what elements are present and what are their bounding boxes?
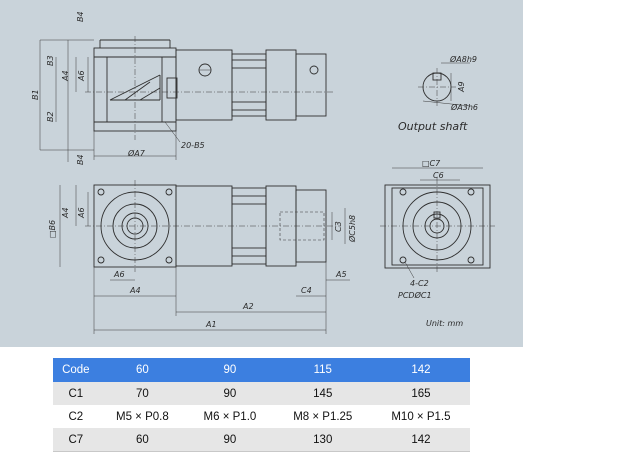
table-row: C2 M5 × P0.8 M6 × P1.0 M8 × P1.25 M10 × …	[53, 405, 470, 428]
dim-b5: 20-B5	[181, 141, 205, 150]
table-header-row: Code 60 90 115 142	[53, 358, 470, 382]
dim-a3: ØA3h6	[450, 102, 478, 112]
dim-a4-bottom: A4	[129, 286, 141, 295]
dim-a7: ØA7	[127, 148, 146, 158]
top-view	[39, 36, 335, 162]
dim-b4-top: B4	[76, 11, 85, 22]
spec-table: Code 60 90 115 142 C1 70 90 145 165 C2 M…	[53, 358, 470, 452]
table-cell: C1	[53, 382, 99, 405]
caption-unit: Unit: mm	[426, 319, 463, 328]
dim-a6-bottom: A6	[113, 270, 125, 279]
dim-c3: C3	[334, 221, 343, 232]
table-cell: M5 × P0.8	[98, 405, 187, 428]
table-cell: M8 × P1.25	[273, 405, 372, 428]
table-cell: 90	[186, 382, 274, 405]
table-cell: M6 × P1.0	[186, 405, 274, 428]
side-view	[380, 167, 495, 279]
header-60: 60	[98, 358, 187, 382]
table-cell: 130	[273, 428, 372, 452]
dim-a6-top: A6	[77, 70, 86, 82]
dim-a6-front: A6	[77, 207, 86, 219]
dim-c1: PCDØC1	[398, 290, 432, 300]
header-115: 115	[273, 358, 372, 382]
dim-a4-front: A4	[61, 207, 70, 219]
dim-c5: ØC5h8	[347, 215, 357, 243]
dim-b3: B3	[46, 55, 55, 66]
dim-a1: A1	[205, 320, 217, 329]
table-row: C1 70 90 145 165	[53, 382, 470, 405]
dim-c4: C4	[301, 286, 312, 295]
table-cell: C7	[53, 428, 99, 452]
table-cell: 165	[371, 382, 470, 405]
dim-a2: A2	[242, 302, 254, 311]
table-cell: 145	[273, 382, 372, 405]
dim-c7: □C7	[422, 159, 441, 168]
header-142: 142	[371, 358, 470, 382]
dim-a5: A5	[335, 270, 347, 279]
dim-c2: 4-C2	[410, 279, 429, 288]
technical-drawing: B4 B3 B1 B2 A4 A6 B4 ØA7 20-B5 ØA8h9 A9 …	[0, 0, 523, 347]
dim-a9: A9	[457, 81, 466, 93]
table-cell: 70	[98, 382, 187, 405]
drawing-svg: B4 B3 B1 B2 A4 A6 B4 ØA7 20-B5 ØA8h9 A9 …	[31, 11, 495, 334]
table-cell: 60	[98, 428, 187, 452]
output-shaft-view	[418, 62, 471, 107]
table-cell: 90	[186, 428, 274, 452]
header-code: Code	[53, 358, 99, 382]
table-cell: M10 × P1.5	[371, 405, 470, 428]
dim-a4-top: A4	[61, 70, 70, 82]
caption-output-shaft: Output shaft	[398, 120, 468, 133]
dim-b4-bottom: B4	[76, 154, 85, 165]
dim-c6: C6	[433, 171, 444, 180]
table-cell: 142	[371, 428, 470, 452]
header-90: 90	[186, 358, 274, 382]
dim-b1: B1	[31, 89, 40, 100]
table-cell: C2	[53, 405, 99, 428]
table-row: C7 60 90 130 142	[53, 428, 470, 452]
dim-b2: B2	[46, 111, 55, 122]
dim-a8: ØA8h9	[449, 54, 477, 64]
front-view	[59, 180, 350, 334]
dim-b6: □B6	[48, 220, 57, 238]
